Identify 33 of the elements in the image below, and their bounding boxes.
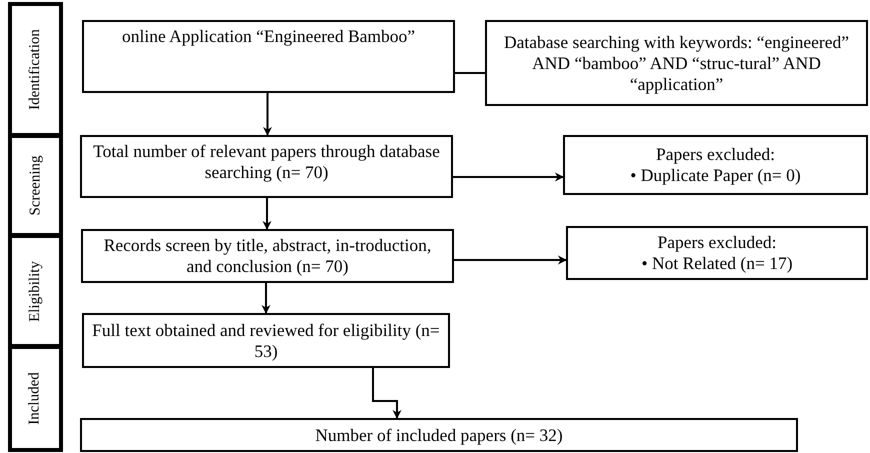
- process-box: [566, 226, 868, 280]
- process-box: [485, 20, 868, 106]
- process-box: [82, 20, 455, 93]
- box-text: • Not Related (n= 17): [641, 253, 793, 274]
- box-text: Total number of relevant papers through database searching (n= 70): [92, 141, 441, 183]
- arrow: [372, 368, 402, 419]
- connector-line: [455, 72, 485, 74]
- box-text: Records screen by title, abstract, in-troduction, and conclusion (n= 70): [102, 235, 432, 277]
- process-box: [82, 313, 450, 368]
- arrow: [263, 93, 272, 136]
- box-text: online Application “Engineered Bamboo”: [122, 26, 416, 47]
- stage-box: [8, 134, 63, 237]
- arrow: [262, 283, 270, 314]
- process-box: [80, 135, 453, 198]
- process-box: [81, 229, 454, 283]
- stage-box: [8, 234, 63, 348]
- stage-box: [8, 2, 63, 137]
- arrow: [453, 172, 564, 182]
- stage-label: Identification: [27, 29, 44, 110]
- box-heading: Papers excluded:: [657, 232, 777, 253]
- box-heading: Papers excluded:: [656, 144, 776, 165]
- arrow: [262, 198, 272, 230]
- stage-label: Included: [27, 372, 44, 425]
- stage-box: [8, 345, 63, 452]
- stage-label: Eligibility: [27, 260, 44, 322]
- process-box: [80, 418, 798, 452]
- box-text: Full text obtained and reviewed for eligibility (n= 53): [91, 320, 441, 362]
- box-text: Database searching with keywords: “engineered” AND “bamboo” AND “struc-tural” AND “application”: [503, 32, 850, 94]
- box-text: Number of included papers (n= 32): [315, 424, 563, 446]
- box-text: • Duplicate Paper (n= 0): [630, 165, 801, 186]
- stage-label: Screening: [27, 156, 44, 216]
- arrow: [454, 256, 567, 264]
- process-box: [563, 135, 868, 195]
